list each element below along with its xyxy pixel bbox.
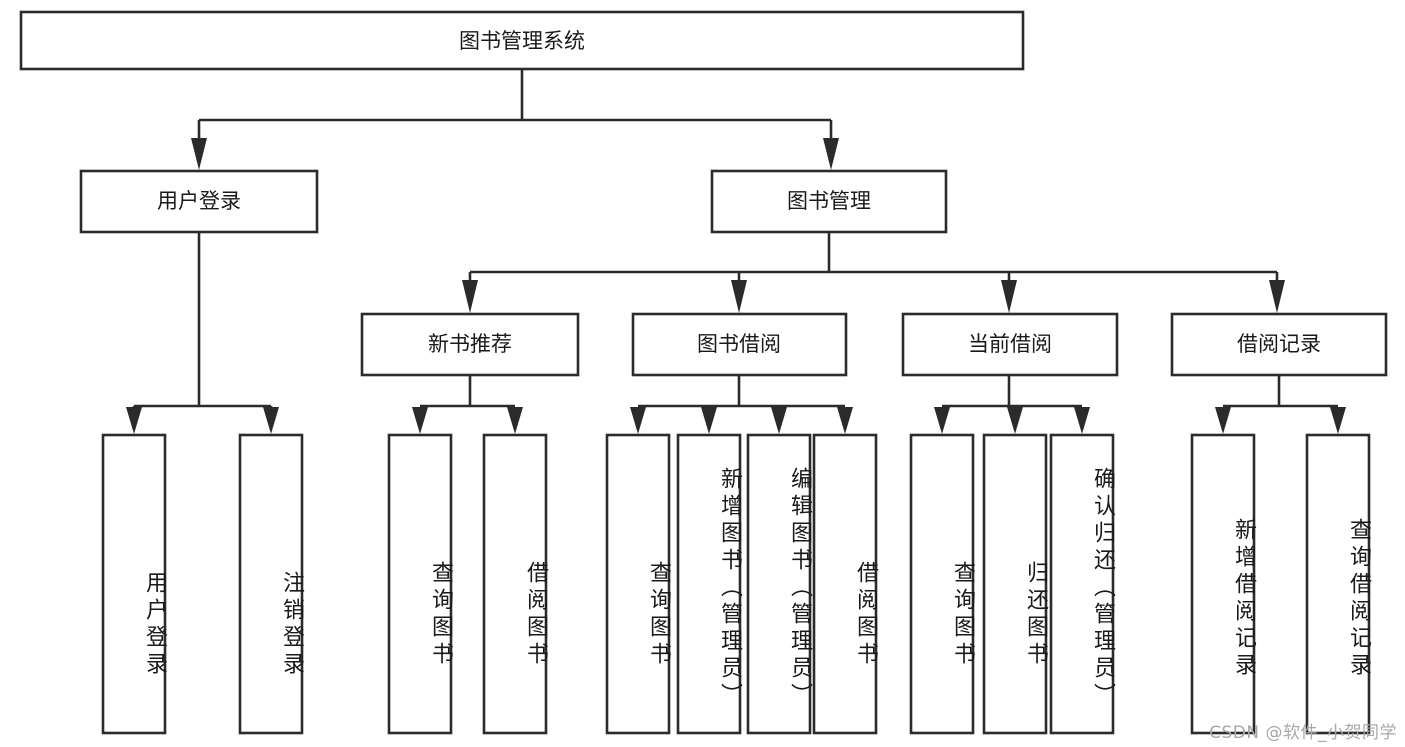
node-leaf-query-book-cur-rect[interactable] bbox=[909, 433, 975, 735]
node-borrow-record-rect[interactable] bbox=[1170, 312, 1388, 377]
arrowhead-user-login bbox=[191, 138, 207, 170]
arrowhead-leaf-confirm-return bbox=[1074, 407, 1090, 434]
arrowhead-leaf-add-record bbox=[1215, 407, 1231, 434]
node-new-book-recommend-rect[interactable] bbox=[360, 312, 580, 377]
node-current-borrow-rect[interactable] bbox=[901, 312, 1119, 377]
node-book-borrow[interactable]: 图书借阅 bbox=[631, 312, 848, 377]
node-root-rect[interactable] bbox=[19, 10, 1025, 71]
node-book-manage-rect[interactable] bbox=[710, 169, 948, 234]
watermark-text: CSDN @软件_小贺同学 bbox=[1209, 723, 1397, 743]
node-user-login-label: 用户登录 bbox=[157, 189, 241, 213]
arrowhead-leaf-logout bbox=[263, 407, 279, 434]
node-book-borrow-rect[interactable] bbox=[631, 312, 848, 377]
node-leaf-logout-rect[interactable] bbox=[238, 433, 304, 735]
arrowhead-leaf-query-book-cur bbox=[934, 407, 950, 434]
node-root-label: 图书管理系统 bbox=[459, 29, 585, 53]
node-leaf-add-book-rect[interactable] bbox=[676, 433, 742, 735]
connector-layer bbox=[126, 69, 1346, 434]
node-book-manage-label: 图书管理 bbox=[787, 189, 871, 213]
node-new-book-recommend-label: 新书推荐 bbox=[428, 332, 512, 356]
node-leaf-add-record-rect[interactable] bbox=[1190, 433, 1256, 735]
node-new-book-recommend[interactable]: 新书推荐 bbox=[360, 312, 580, 377]
node-leaf-return-book-rect[interactable] bbox=[982, 433, 1048, 735]
arrowhead-book-manage bbox=[823, 138, 839, 170]
node-leaf-confirm-return-rect[interactable] bbox=[1049, 433, 1115, 735]
node-leaf-query-record-rect[interactable] bbox=[1305, 433, 1371, 735]
arrowhead-leaf-add-book bbox=[701, 407, 717, 434]
arrowhead-current-borrow bbox=[1001, 280, 1017, 313]
arrowhead-leaf-query-record bbox=[1330, 407, 1346, 434]
arrowhead-borrow-record bbox=[1269, 280, 1285, 313]
arrowhead-leaf-borrow-book-rec bbox=[507, 407, 523, 434]
arrowhead-leaf-query-book-borrow bbox=[630, 407, 646, 434]
node-book-borrow-label: 图书借阅 bbox=[697, 332, 781, 356]
node-user-login[interactable]: 用户登录 bbox=[79, 169, 319, 234]
node-leaf-user-login-rect[interactable] bbox=[101, 433, 167, 735]
arrowhead-book-borrow bbox=[731, 280, 747, 313]
arrowhead-leaf-return-book bbox=[1007, 407, 1023, 434]
node-current-borrow[interactable]: 当前借阅 bbox=[901, 312, 1119, 377]
node-leaf-query-book-borrow-rect[interactable] bbox=[605, 433, 671, 735]
arrowhead-new-book-recommend bbox=[462, 280, 478, 313]
node-leaf-edit-book-rect[interactable] bbox=[746, 433, 812, 735]
node-user-login-rect[interactable] bbox=[79, 169, 319, 234]
node-leaf-borrow-book-rec-rect[interactable] bbox=[482, 433, 548, 735]
node-current-borrow-label: 当前借阅 bbox=[968, 332, 1052, 356]
arrowhead-leaf-borrow-book bbox=[837, 407, 853, 434]
node-leaf-query-book-rec-rect[interactable] bbox=[387, 433, 453, 735]
node-book-manage[interactable]: 图书管理 bbox=[710, 169, 948, 234]
node-borrow-record-label: 借阅记录 bbox=[1237, 332, 1321, 356]
arrowhead-leaf-query-book-rec bbox=[412, 407, 428, 434]
node-root[interactable]: 图书管理系统 bbox=[19, 10, 1025, 71]
node-borrow-record[interactable]: 借阅记录 bbox=[1170, 312, 1388, 377]
node-layer: 图书管理系统 用户登录 图书管理 新书推荐 图书借阅 bbox=[19, 10, 1388, 735]
node-leaf-borrow-book-rect[interactable] bbox=[812, 433, 878, 735]
arrowhead-leaf-edit-book bbox=[771, 407, 787, 434]
arrowhead-leaf-user-login bbox=[126, 407, 142, 434]
